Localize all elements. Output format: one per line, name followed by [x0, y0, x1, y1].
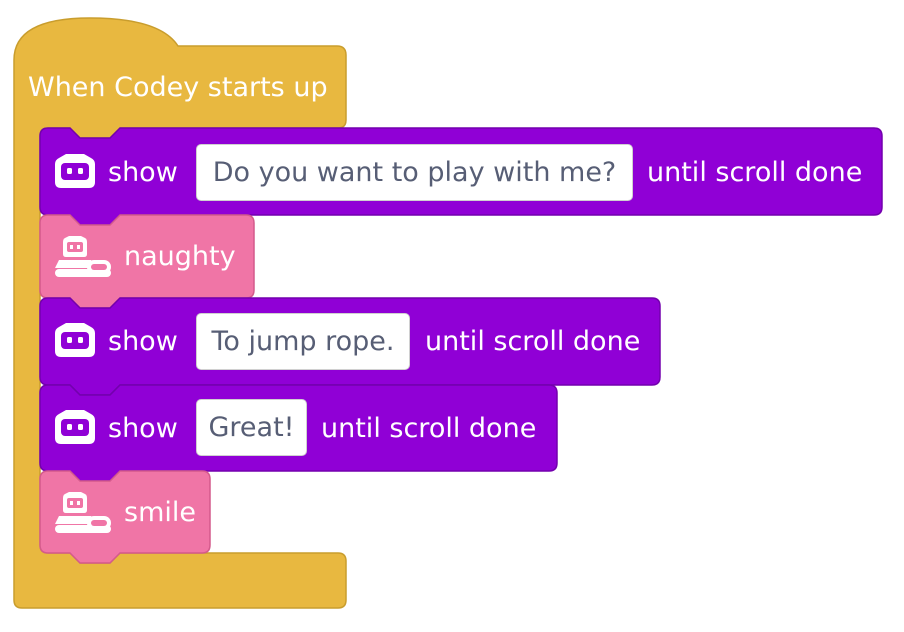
codey-face-icon	[55, 154, 95, 188]
show-text-input[interactable]: Do you want to play with me?	[196, 144, 633, 201]
show-verb-label: show	[108, 157, 178, 188]
show-text-input[interactable]: To jump rope.	[196, 313, 410, 370]
show-text-input[interactable]: Great!	[196, 399, 307, 456]
codey-rocky-icon	[55, 492, 111, 533]
codey-face-icon	[55, 410, 95, 444]
emotion-label: smile	[124, 497, 196, 528]
codey-face-icon	[55, 323, 95, 357]
until-scroll-done-label: until scroll done	[425, 326, 641, 357]
until-scroll-done-label: until scroll done	[321, 413, 537, 444]
emotion-label: naughty	[124, 241, 236, 272]
hat-label: When Codey starts up	[28, 72, 328, 103]
until-scroll-done-label: until scroll done	[647, 157, 863, 188]
codey-rocky-icon	[55, 236, 111, 277]
show-verb-label: show	[108, 326, 178, 357]
show-verb-label: show	[108, 413, 178, 444]
